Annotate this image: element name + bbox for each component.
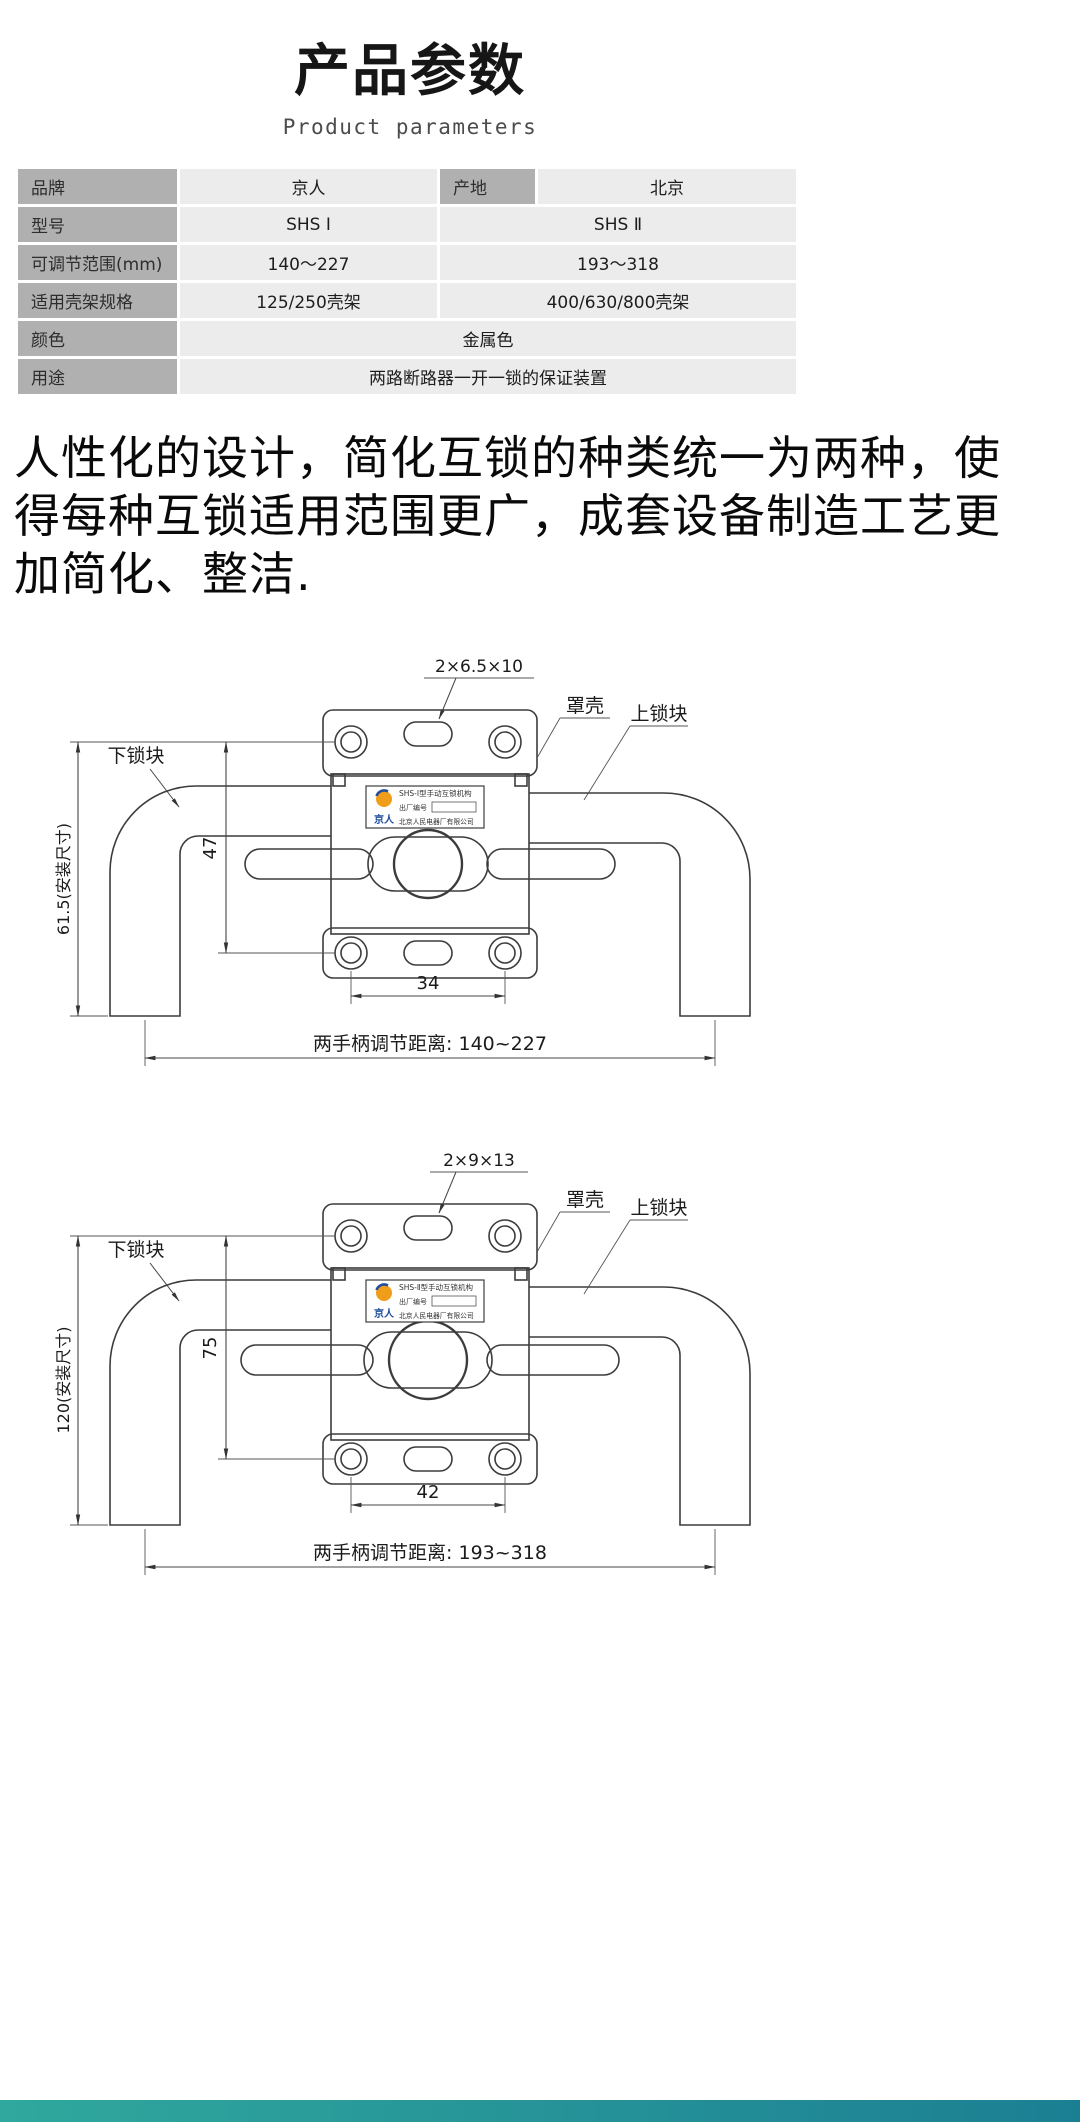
row-value-frame-2: 400/630/800壳架	[440, 283, 796, 318]
row-label-range: 可调节范围(mm)	[18, 245, 177, 280]
table-row: 颜色 金属色	[18, 321, 796, 356]
right-tab	[514, 773, 528, 787]
bottom-left-hole	[334, 1442, 368, 1476]
cover-top-flange	[322, 1203, 538, 1271]
table-row: 品牌 京人 产地 北京	[18, 169, 796, 204]
brand-logo-icon	[376, 1284, 392, 1301]
row-value-model-2: SHS Ⅱ	[440, 207, 796, 242]
cover-top-flange	[322, 709, 538, 777]
cover-main-body	[330, 773, 530, 935]
page-subtitle: Product parameters	[282, 115, 538, 139]
next-section-divider	[0, 2100, 1080, 2122]
plate-serial: 出厂编号	[399, 803, 427, 812]
top-slot	[403, 721, 453, 747]
bottom-slot	[403, 940, 453, 966]
bottom-right-hole	[488, 936, 522, 970]
bottom-slot	[403, 1446, 453, 1472]
dim-handle-distance: 两手柄调节距离: 140~227	[313, 1033, 547, 1055]
plate-model: SHS-Ⅱ型手动互锁机构	[399, 1282, 474, 1292]
cover-main-body	[330, 1267, 530, 1441]
nameplate: 京人 SHS-Ⅰ型手动互锁机构 出厂编号 北京人民电器厂有限公司	[365, 785, 485, 829]
cover-bottom-flange	[322, 927, 538, 979]
center-boss	[363, 1331, 493, 1389]
dim-install: 120(安装尺寸)	[54, 1326, 73, 1433]
table-row: 用途 两路断路器一开一锁的保证装置	[18, 359, 796, 394]
upper-lock-label: 上锁块	[630, 703, 687, 725]
row-label-brand: 品牌	[18, 169, 177, 204]
top-left-hole	[334, 1219, 368, 1253]
row-value-frame-1: 125/250壳架	[180, 283, 437, 318]
top-right-hole	[488, 725, 522, 759]
plate-company: 北京人民电器厂有限公司	[399, 1311, 474, 1320]
bottom-right-hole	[488, 1442, 522, 1476]
page-title: 产品参数	[294, 39, 526, 104]
table-row: 可调节范围(mm) 140～227 193～318	[18, 245, 796, 280]
upper-lock-label: 上锁块	[630, 1197, 687, 1219]
upper-lock-block-shape	[529, 792, 751, 1017]
row-label-frame: 适用壳架规格	[18, 283, 177, 318]
row-label-use: 用途	[18, 359, 177, 394]
cover-bottom-flange	[322, 1433, 538, 1485]
handle-hole	[392, 828, 464, 900]
lower-lock-block-shape	[109, 1279, 331, 1526]
row-value-range-2: 193～318	[440, 245, 796, 280]
left-slide-slot	[240, 1344, 374, 1376]
row-label-origin: 产地	[440, 169, 535, 204]
dim-handle-distance: 两手柄调节距离: 193~318	[313, 1542, 547, 1564]
slot-dimension-label: 2×6.5×10	[435, 657, 523, 677]
row-label-model: 型号	[18, 207, 177, 242]
center-boss	[367, 836, 489, 892]
row-value-origin: 北京	[538, 169, 796, 204]
description-line-2: 得每种互锁适用范围更广，成套设备制造工艺更	[14, 488, 1001, 543]
header: 产品参数 Product parameters	[0, 0, 820, 139]
upper-lock-block-shape	[529, 1286, 751, 1526]
right-slide-slot	[486, 848, 616, 880]
row-value-color: 金属色	[180, 321, 796, 356]
dim-bottom-span: 42	[417, 1482, 440, 1503]
brand-logo-icon	[376, 790, 392, 807]
plate-brand: 京人	[374, 813, 395, 826]
dim-hole-span: 75	[200, 1336, 221, 1359]
row-value-brand: 京人	[180, 169, 437, 204]
row-value-use: 两路断路器一开一锁的保证装置	[180, 359, 796, 394]
technical-drawing-shs2: 京人 SHS-Ⅱ型手动互锁机构 出厂编号 北京人民电器厂有限公司	[54, 1151, 751, 1575]
row-value-range-1: 140～227	[180, 245, 437, 280]
cover-label: 罩壳	[566, 1189, 604, 1211]
left-slide-slot	[244, 848, 374, 880]
plate-model: SHS-Ⅰ型手动互锁机构	[399, 788, 472, 798]
bottom-left-hole	[334, 936, 368, 970]
slot-dimension-label: 2×9×13	[443, 1151, 515, 1171]
table-row: 适用壳架规格 125/250壳架 400/630/800壳架	[18, 283, 796, 318]
row-value-model-1: SHS Ⅰ	[180, 207, 437, 242]
table-row: 型号 SHS Ⅰ SHS Ⅱ	[18, 207, 796, 242]
top-right-hole	[488, 1219, 522, 1253]
row-label-color: 颜色	[18, 321, 177, 356]
lower-lock-block-shape	[109, 785, 331, 1017]
description-line-1: 人性化的设计，简化互锁的种类统一为两种，使	[14, 431, 1001, 485]
right-slide-slot	[486, 1344, 620, 1376]
plate-company: 北京人民电器厂有限公司	[399, 817, 474, 826]
technical-drawing-shs1: 京人 SHS-Ⅰ型手动互锁机构 出厂编号 北京人民电器厂有限公司	[54, 657, 751, 1066]
figure-shs1: 京人 SHS-Ⅰ型手动互锁机构 出厂编号 北京人民电器厂有限公司	[0, 638, 1080, 1092]
left-tab	[332, 773, 346, 787]
description-text: 人性化的设计，简化互锁的种类统一为两种，使 得每种互锁适用范围更广，成套设备制造…	[14, 430, 1068, 604]
dim-bottom-span: 34	[417, 973, 440, 994]
figure-shs2: 京人 SHS-Ⅱ型手动互锁机构 出厂编号 北京人民电器厂有限公司	[0, 1132, 1080, 1601]
cover-label: 罩壳	[566, 695, 604, 717]
plate-brand: 京人	[374, 1307, 395, 1320]
top-slot	[403, 1215, 453, 1241]
plate-serial: 出厂编号	[399, 1297, 427, 1306]
description-line-3: 加简化、整洁.	[14, 546, 312, 601]
nameplate: 京人 SHS-Ⅱ型手动互锁机构 出厂编号 北京人民电器厂有限公司	[365, 1279, 485, 1323]
lower-lock-label: 下锁块	[107, 1239, 164, 1261]
spec-table: 品牌 京人 产地 北京 型号 SHS Ⅰ SHS Ⅱ 可调节范围(mm) 140…	[18, 169, 796, 394]
dim-install: 61.5(安装尺寸)	[54, 823, 73, 935]
lower-lock-label: 下锁块	[107, 745, 164, 767]
dim-hole-span: 47	[200, 836, 221, 859]
right-tab	[514, 1267, 528, 1281]
top-left-hole	[334, 725, 368, 759]
left-tab	[332, 1267, 346, 1281]
